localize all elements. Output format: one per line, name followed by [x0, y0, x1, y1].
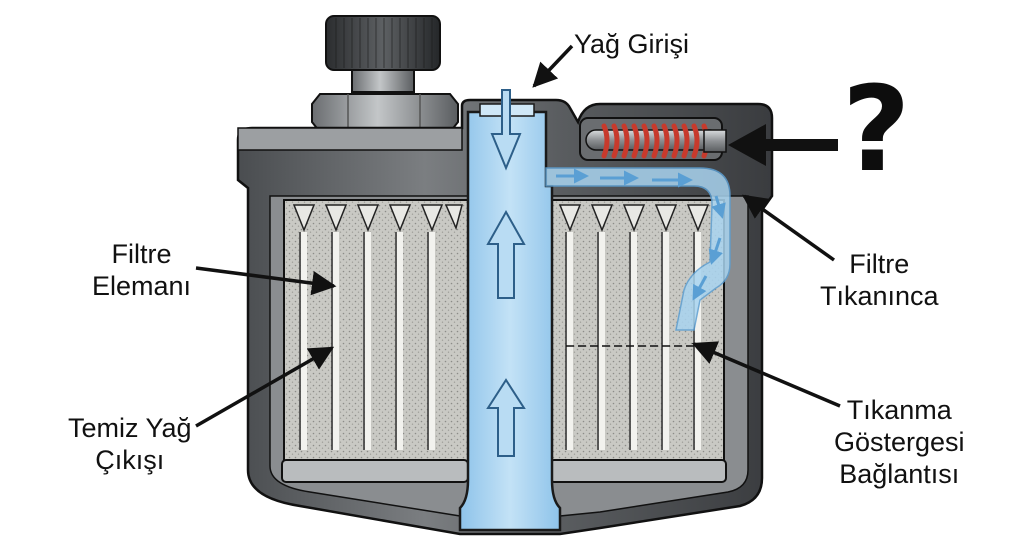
- bypass-channel: [545, 167, 731, 331]
- central-oil-tube: [458, 103, 562, 532]
- question-mark: ?: [842, 60, 911, 198]
- bottom-plate-right: [549, 459, 727, 483]
- arrow-filter-element: [195, 266, 337, 296]
- label-clean-oil-outlet: Temiz Yağ Çıkışı: [68, 413, 192, 475]
- filter-element-right: [551, 199, 725, 463]
- label-when-filter-clogs: Filtre Tıkanınca: [820, 249, 939, 311]
- filter-element-left: [283, 199, 469, 463]
- flow-arrows-tube: [486, 89, 526, 457]
- arrow-clog-indicator: [691, 341, 841, 408]
- bypass-spring-valve: [579, 117, 727, 161]
- bottom-plate-left: [281, 459, 469, 483]
- arrow-when-clogs: [742, 194, 836, 262]
- label-filter-element: Filtre Elemanı: [92, 239, 192, 301]
- label-clog-indicator-connection: Tıkanma Göstergesi Bağlantısı: [834, 395, 965, 489]
- arrow-clean-oil-outlet: [195, 346, 335, 428]
- top-knob: [325, 15, 441, 93]
- label-oil-inlet: Yağ Girişi: [574, 29, 690, 59]
- pointer-arrow-valve: [728, 124, 838, 166]
- hex-nut: [311, 93, 459, 133]
- arrow-oil-inlet: [532, 44, 574, 88]
- pointer-arrows: [195, 44, 841, 428]
